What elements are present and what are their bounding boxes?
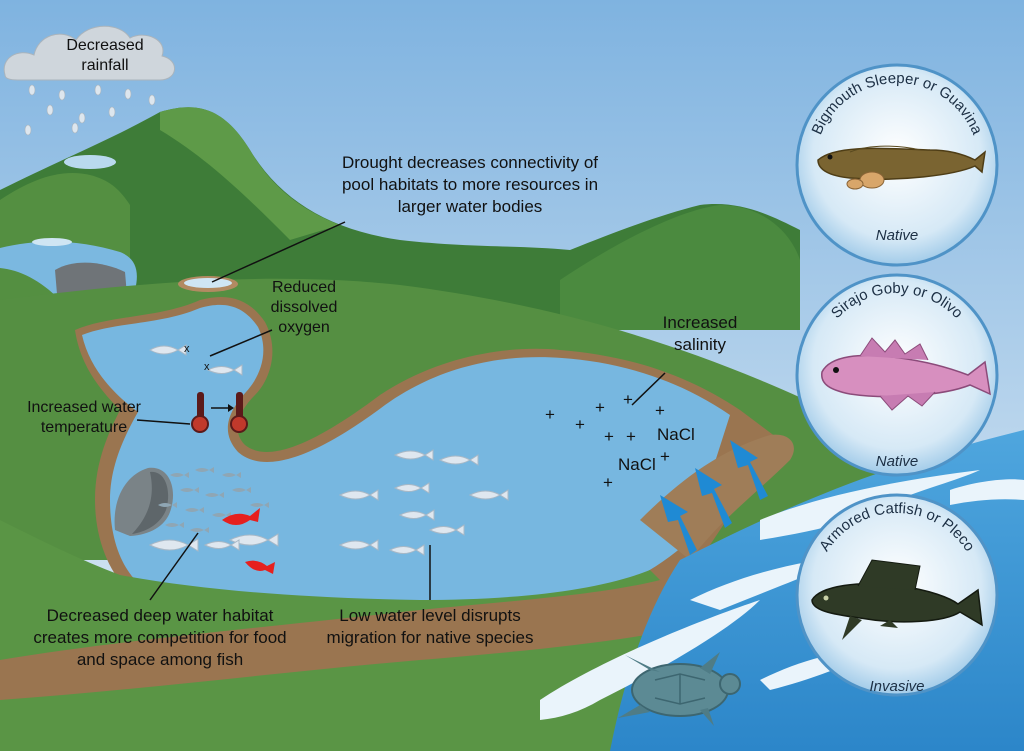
cloud-icon xyxy=(3,25,175,81)
leader-lines xyxy=(136,221,666,601)
cloud-label-line: rainfall xyxy=(81,57,129,74)
right-mountain xyxy=(560,205,800,330)
callout-line: Reduced xyxy=(271,279,337,296)
temperature-callout: Increased water temperature xyxy=(14,398,154,438)
species-status-native: Native xyxy=(875,227,919,244)
small-fish-cluster xyxy=(158,467,269,533)
sirajo-goby-fish-icon xyxy=(821,337,991,411)
callout-line: creates more competition for food xyxy=(33,628,287,647)
callout-line: Increased xyxy=(662,313,738,332)
red-fish-icon xyxy=(245,560,275,574)
plus-sign: + xyxy=(575,415,585,434)
plus-sign: + xyxy=(655,401,665,420)
callout-line: temperature xyxy=(40,419,128,436)
species-disc-1: Bigmouth Sleeper or Guavina xyxy=(795,63,999,267)
arrow-right-head xyxy=(228,404,234,412)
arrow-up-icon xyxy=(730,440,768,500)
nacl-label: NaCl xyxy=(657,425,695,444)
oxygen-callout: Reduced dissolved oxygen xyxy=(254,278,354,338)
callout-line: larger water bodies xyxy=(397,197,543,216)
plus-sign: + xyxy=(603,473,613,492)
species-disc-3: Armored Catfish or Pleco xyxy=(795,493,999,697)
species-status-invasive: Invasive xyxy=(869,678,925,695)
callout-line: Decreased deep water habitat xyxy=(46,606,274,625)
small-pool-left xyxy=(32,238,72,246)
saltwater-intrusion-arrows xyxy=(660,440,768,555)
oxygen-mark: x xyxy=(204,361,210,373)
callout-line: oxygen xyxy=(278,319,330,336)
drought-callout: Drought decreases connectivity of pool h… xyxy=(310,152,630,218)
arrow-up-icon xyxy=(695,468,732,528)
callout-line: pool habitats to more resources in xyxy=(341,175,599,194)
plus-sign: + xyxy=(660,447,670,466)
cloud-label-line: Decreased xyxy=(66,37,144,54)
species-disc-2: Sirajo Goby or Olivo xyxy=(795,273,999,477)
invasive-fish-red xyxy=(222,508,275,574)
nacl-label: NaCl xyxy=(618,455,656,474)
thermometer-hot-icon xyxy=(230,392,248,433)
wave-4 xyxy=(950,479,1024,505)
species-status-native: Native xyxy=(875,453,919,470)
callout-line: salinity xyxy=(674,335,726,354)
native-fish-school xyxy=(148,344,509,556)
thermometer-cool-icon xyxy=(191,392,209,433)
wave-2 xyxy=(540,600,760,720)
callout-line: migration for native species xyxy=(326,628,534,647)
plus-sign: + xyxy=(595,398,605,417)
callout-line: dissolved xyxy=(270,299,338,316)
plus-sign: + xyxy=(626,427,636,446)
rain-drops-icon xyxy=(24,84,156,136)
foreground-bank xyxy=(0,580,720,700)
bigmouth-sleeper-fish-icon xyxy=(817,145,987,190)
salinity-symbols: + + + + + + + + + NaCl NaCl x x xyxy=(184,343,695,492)
deep-water-callout: Decreased deep water habitat creates mor… xyxy=(10,605,310,671)
plus-sign: + xyxy=(623,390,633,409)
oxygen-mark: x xyxy=(184,343,190,355)
arrow-up-icon xyxy=(660,495,697,555)
river-rock-shade xyxy=(132,471,169,534)
callout-line: Increased water xyxy=(27,399,141,416)
small-pool-top xyxy=(64,155,116,169)
red-fish-icon xyxy=(222,508,260,525)
mountain-highlight xyxy=(160,107,340,241)
plus-sign: + xyxy=(604,427,614,446)
callout-line: and space among fish xyxy=(76,650,244,669)
sea-turtle-icon xyxy=(618,652,741,726)
isolated-pool-water xyxy=(184,278,232,288)
armored-catfish-fish-icon xyxy=(811,559,983,640)
plus-sign: + xyxy=(545,405,555,424)
low-water-callout: Low water level disrupts migration for n… xyxy=(300,605,560,649)
callout-line: Low water level disrupts xyxy=(339,606,521,625)
callout-line: Drought decreases connectivity of xyxy=(341,153,599,172)
salinity-callout: Increased salinity xyxy=(645,312,755,356)
cloud-label: Decreased rainfall xyxy=(40,36,170,76)
